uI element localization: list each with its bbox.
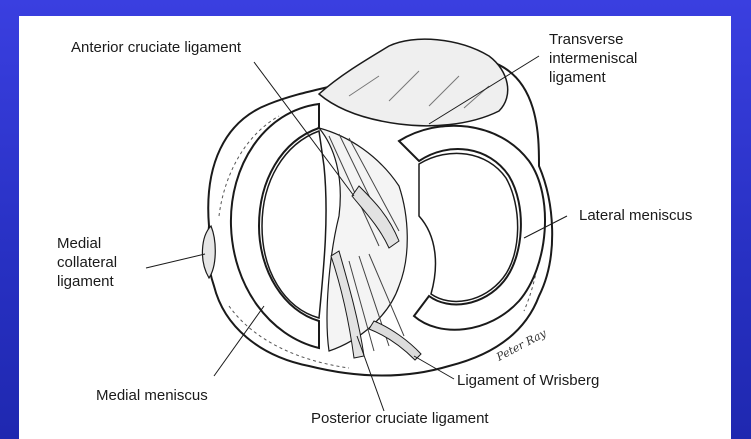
label-ligament-of-wrisberg: Ligament of Wrisberg bbox=[457, 371, 599, 390]
leader-medial-collateral bbox=[146, 254, 205, 268]
label-transverse-intermeniscal-ligament: Transverse intermeniscal ligament bbox=[549, 30, 637, 87]
label-medial-meniscus: Medial meniscus bbox=[96, 386, 208, 405]
label-anterior-cruciate-ligament: Anterior cruciate ligament bbox=[71, 38, 241, 57]
label-medial-collateral-ligament: Medial collateral ligament bbox=[57, 234, 117, 291]
diagram-panel: Peter Ray Anterior cruciate ligament Tra… bbox=[19, 16, 731, 439]
lateral-articular-surface bbox=[419, 153, 518, 301]
label-posterior-cruciate-ligament: Posterior cruciate ligament bbox=[311, 409, 489, 428]
label-lateral-meniscus: Lateral meniscus bbox=[579, 206, 692, 225]
